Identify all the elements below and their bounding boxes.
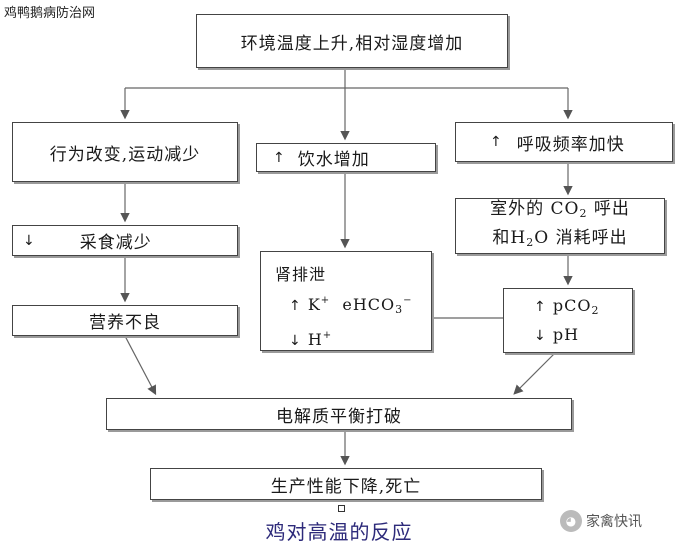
down-arrow-icon: ↓ [534, 327, 547, 344]
kidney-box: 肾排泄 ↑ K+ eHCO3− ↓ H+ [260, 251, 432, 351]
nutrition-box: 营养不良 [12, 305, 238, 336]
behavior-box: 行为改变,运动减少 [12, 122, 238, 182]
pco2-row: ↑ pCO2 [534, 295, 600, 317]
top-condition-text: 环境温度上升,相对湿度增加 [240, 33, 464, 54]
wechat-label: 家禽快讯 [586, 514, 642, 530]
behavior-text: 行为改变,运动减少 [49, 144, 201, 165]
diagram-caption: 鸡对高温的反应 [265, 520, 413, 544]
down-arrow-icon: ↓ [289, 333, 302, 349]
up-arrow-icon: ↑ [490, 134, 503, 150]
result-box: 生产性能下降,死亡 [150, 468, 542, 500]
up-arrow-icon: ↑ [289, 298, 302, 314]
up-arrow-icon: ↑ [273, 149, 286, 166]
co2-line1: 室外的 CO2 呼出 [490, 199, 630, 220]
arrow-blood-electrolyte [513, 352, 556, 395]
wechat-icon: ◕ [560, 510, 582, 532]
water-text: 饮水增加 [297, 150, 370, 170]
watermark: 鸡鸭鹅病防治网 [4, 6, 96, 21]
wechat-watermark: ◕ 家禽快讯 [560, 510, 642, 532]
square-mark [338, 505, 345, 512]
feed-box: ↓ 采食减少 [12, 225, 238, 256]
kidney-h-row: ↓ H+ [289, 330, 333, 349]
kidney-title: 肾排泄 [275, 265, 327, 284]
ph-row: ↓ pH [534, 324, 580, 344]
water-box: ↑ 饮水增加 [256, 143, 436, 172]
up-arrow-icon: ↑ [534, 298, 547, 315]
blood-gas-box: ↑ pCO2 ↓ pH [503, 288, 633, 353]
breath-box: ↑ 呼吸频率加快 [455, 122, 673, 162]
electrolyte-text: 电解质平衡打破 [276, 406, 402, 427]
down-arrow-icon: ↓ [23, 232, 36, 249]
electrolyte-box: 电解质平衡打破 [106, 398, 572, 430]
feed-text: 采食减少 [79, 233, 152, 253]
kidney-k-row: ↑ K+ eHCO3− [289, 295, 413, 316]
top-condition-box: 环境温度上升,相对湿度增加 [196, 14, 508, 68]
arrow-nutrition-electrolyte [124, 335, 157, 396]
nutrition-text: 营养不良 [89, 313, 161, 333]
co2-box: 室外的 CO2 呼出 和H2O 消耗呼出 [455, 198, 665, 254]
breath-text: 呼吸频率加快 [516, 134, 625, 155]
co2-line2: 和H2O 消耗呼出 [492, 228, 628, 249]
result-text: 生产性能下降,死亡 [270, 476, 422, 497]
